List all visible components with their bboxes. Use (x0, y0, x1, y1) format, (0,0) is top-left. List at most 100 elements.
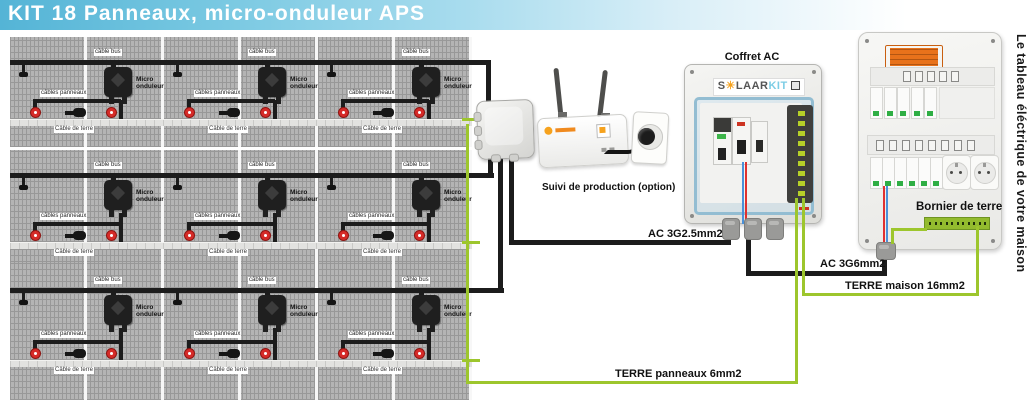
cables-panneaux-label: câbles panneaux (40, 331, 88, 338)
inverter-down-cable (119, 328, 123, 360)
screw-icon (690, 214, 694, 218)
inverter-leg (109, 324, 114, 332)
socket-hole (959, 171, 962, 174)
coffret-caption: Coffret AC (724, 51, 780, 63)
socket-hole (978, 171, 981, 174)
monitoring-caption: Suivi de production (option) (542, 182, 676, 193)
earth-connection (462, 241, 480, 244)
earth-terminal (798, 121, 805, 126)
module-icon (927, 71, 935, 82)
dc-connector-red-icon (30, 107, 41, 118)
bus-stub-connector (327, 185, 336, 190)
dc-connector-red-icon (414, 107, 425, 118)
ac-connector-end (381, 231, 394, 240)
inverter-down-cable (273, 100, 277, 119)
inverter-leg (430, 209, 435, 217)
ac-cable-6-segment (882, 252, 887, 276)
earth-terminal-dot (951, 222, 953, 225)
coffret-ac: S☀LAARKIT (684, 64, 822, 224)
cable-gland (722, 218, 740, 240)
cable-gland (876, 242, 896, 260)
panel-cable (341, 340, 345, 354)
ac-connector-stub (219, 352, 228, 356)
solaarkit-logo: S☀LAARKIT (713, 78, 805, 96)
bus-stub-cable (22, 177, 25, 186)
circuit-breaker (883, 87, 897, 119)
screw-icon (690, 70, 694, 74)
breaker-toggle (756, 140, 763, 152)
earth-wire-panels (466, 381, 798, 384)
junction-box (473, 99, 536, 163)
warning-sticker (885, 45, 943, 69)
ac-connector-end (73, 108, 86, 117)
panel-pair: câble bus Micro onduleur câbles panneaux… (10, 262, 164, 380)
dc-connector-red-icon (338, 230, 349, 241)
inverter-down-cable (273, 328, 277, 360)
micro-inverter (258, 180, 286, 210)
breaker-toggle (737, 140, 746, 154)
bornier-de-terre (924, 217, 990, 230)
bornier-label: Bornier de terre (916, 201, 1003, 213)
micro-inverter-label: Micro onduleur (444, 189, 472, 203)
panel-band: câble bus Micro onduleur câbles panneaux… (10, 37, 480, 147)
earth-terminal-dot (945, 222, 948, 225)
inverter-down-cable (119, 213, 123, 242)
ac-connector-end (227, 108, 240, 117)
cable-gland (744, 218, 762, 240)
micro-inverter-label: Micro onduleur (136, 304, 164, 318)
mounting-rail (10, 242, 472, 250)
micro-inverter (104, 67, 132, 97)
panel-cable (341, 99, 345, 113)
cable-gland (473, 111, 482, 123)
cables-panneaux-label: câbles panneaux (194, 213, 242, 220)
inverter-leg (276, 324, 281, 332)
bus-cable-segment (486, 60, 491, 105)
dc-connector-red-icon (338, 348, 349, 359)
earth-terminal-dot (978, 222, 981, 225)
earth-wire-bornier (891, 230, 894, 244)
bus-stub-cable (22, 64, 25, 73)
ac-connector-stub (373, 352, 382, 356)
panel-band: câble bus Micro onduleur câbles panneaux… (10, 150, 480, 262)
dc-connector-red-icon (184, 230, 195, 241)
cable-bus-label: câble bus (248, 49, 276, 56)
screw-icon (865, 239, 869, 243)
title-banner: KIT 18 Panneaux, micro-onduleur APS (0, 0, 1030, 30)
ac-cable-25-segment (509, 150, 514, 245)
cables-panneaux-label: câbles panneaux (348, 90, 396, 97)
cable-bus-label: câble bus (94, 277, 122, 284)
panel-cable (341, 340, 429, 344)
circuit-breaker (751, 121, 768, 163)
earth-terminal-dot (967, 222, 970, 225)
inverter-leg (417, 324, 422, 332)
bus-cable (10, 288, 472, 293)
earth-connection (462, 359, 480, 362)
earth-wire-panels (795, 198, 798, 384)
terre-maison-label: TERRE maison 16mm2 (845, 280, 965, 292)
earth-connection (462, 118, 480, 121)
logo-kit: KIT (768, 80, 788, 92)
dc-connector-red-icon (260, 230, 271, 241)
micro-inverter (104, 180, 132, 210)
bus-stub-cable (330, 177, 333, 186)
module-icon (967, 140, 975, 151)
blank-plate (939, 87, 995, 119)
ac-cable-6-segment (746, 271, 887, 276)
house-panel (858, 32, 1002, 250)
inverter-leg (430, 96, 435, 104)
ac-connector-stub (373, 234, 382, 238)
dc-connector-red-icon (106, 348, 117, 359)
page-title: KIT 18 Panneaux, micro-onduleur APS (8, 2, 425, 25)
inverter-down-cable (119, 100, 123, 119)
bus-stub-connector (19, 185, 28, 190)
panel-pair: câble bus Micro onduleur câbles panneaux… (164, 262, 318, 380)
ac-connector-stub (65, 234, 74, 238)
earth-terminal-dot (929, 222, 931, 225)
panel-cable (341, 99, 429, 103)
screw-icon (991, 39, 995, 43)
earth-terminal (798, 161, 805, 166)
logo-s: S (717, 80, 726, 92)
inverter-leg (109, 209, 114, 217)
earth-terminal (798, 141, 805, 146)
mounting-rail (10, 119, 472, 127)
